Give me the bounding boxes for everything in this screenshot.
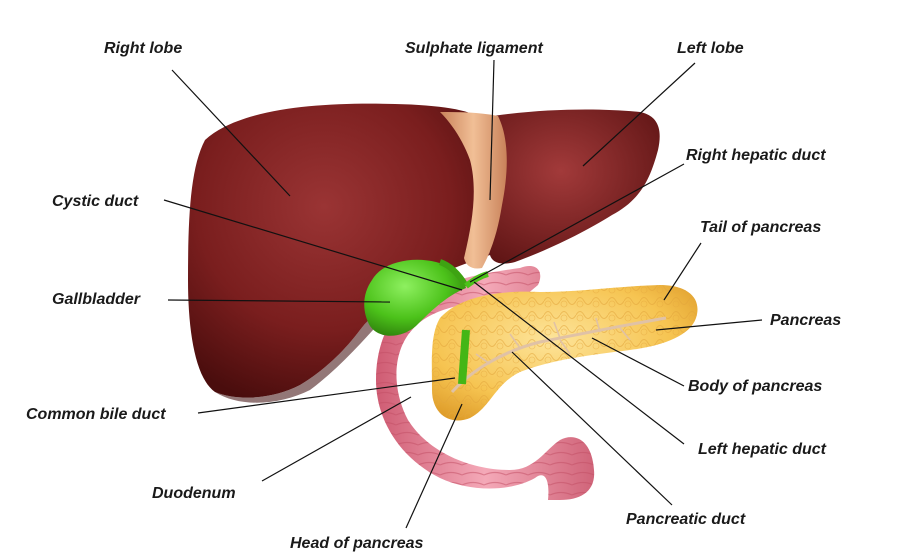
liver-right-lobe — [188, 103, 490, 398]
leader-duodenum — [261, 396, 412, 482]
label-right-lobe: Right lobe — [104, 40, 182, 57]
gallbladder-shape — [364, 259, 466, 336]
label-gallbladder: Gallbladder — [52, 291, 141, 308]
common-bile-duct-shape — [458, 329, 470, 385]
leader-cystic-duct — [163, 199, 463, 291]
leader-pancreatic-duct — [511, 351, 673, 506]
leader-body-of-pancreas — [591, 337, 685, 387]
label-duodenum: Duodenum — [152, 485, 236, 502]
label-pancreatic-duct: Pancreatic duct — [626, 511, 746, 528]
leader-gallbladder — [167, 299, 391, 303]
label-left-lobe: Left lobe — [677, 40, 744, 57]
label-sulphate-ligament: Sulphate ligament — [405, 40, 543, 57]
sulphate-ligament-shape — [440, 112, 507, 269]
label-common-bile-duct: Common bile duct — [26, 406, 166, 423]
leader-right-hepatic-duct — [469, 163, 685, 283]
labels: Right lobe Sulphate ligament Left lobe R… — [26, 40, 841, 552]
pancreatic-duct-shape — [450, 316, 667, 394]
pancreatic-duct-branches — [475, 317, 631, 365]
leader-right-lobe — [171, 69, 291, 197]
leader-left-lobe — [582, 62, 696, 167]
leader-common-bile-duct — [197, 377, 456, 414]
leader-sulphate-ligament — [489, 59, 495, 201]
leader-pancreas — [655, 319, 763, 331]
label-body-of-pancreas: Body of pancreas — [688, 378, 822, 395]
label-left-hepatic-duct: Left hepatic duct — [698, 441, 827, 458]
label-right-hepatic-duct: Right hepatic duct — [686, 147, 826, 164]
label-pancreas: Pancreas — [770, 312, 841, 329]
leader-lines — [163, 59, 763, 529]
pancreas-lobules — [431, 285, 698, 421]
label-tail-of-pancreas: Tail of pancreas — [700, 219, 821, 236]
duodenum-folds — [376, 265, 595, 500]
duodenum — [376, 265, 595, 500]
leader-head-of-pancreas — [405, 403, 463, 529]
leader-left-hepatic-duct — [473, 281, 685, 445]
pancreas — [431, 285, 698, 421]
liver-shading — [215, 290, 410, 403]
leader-tail-of-pancreas — [663, 242, 702, 301]
label-cystic-duct: Cystic duct — [52, 193, 139, 210]
label-head-of-pancreas: Head of pancreas — [290, 535, 423, 552]
liver — [188, 103, 660, 403]
liver-left-lobe — [480, 109, 660, 264]
